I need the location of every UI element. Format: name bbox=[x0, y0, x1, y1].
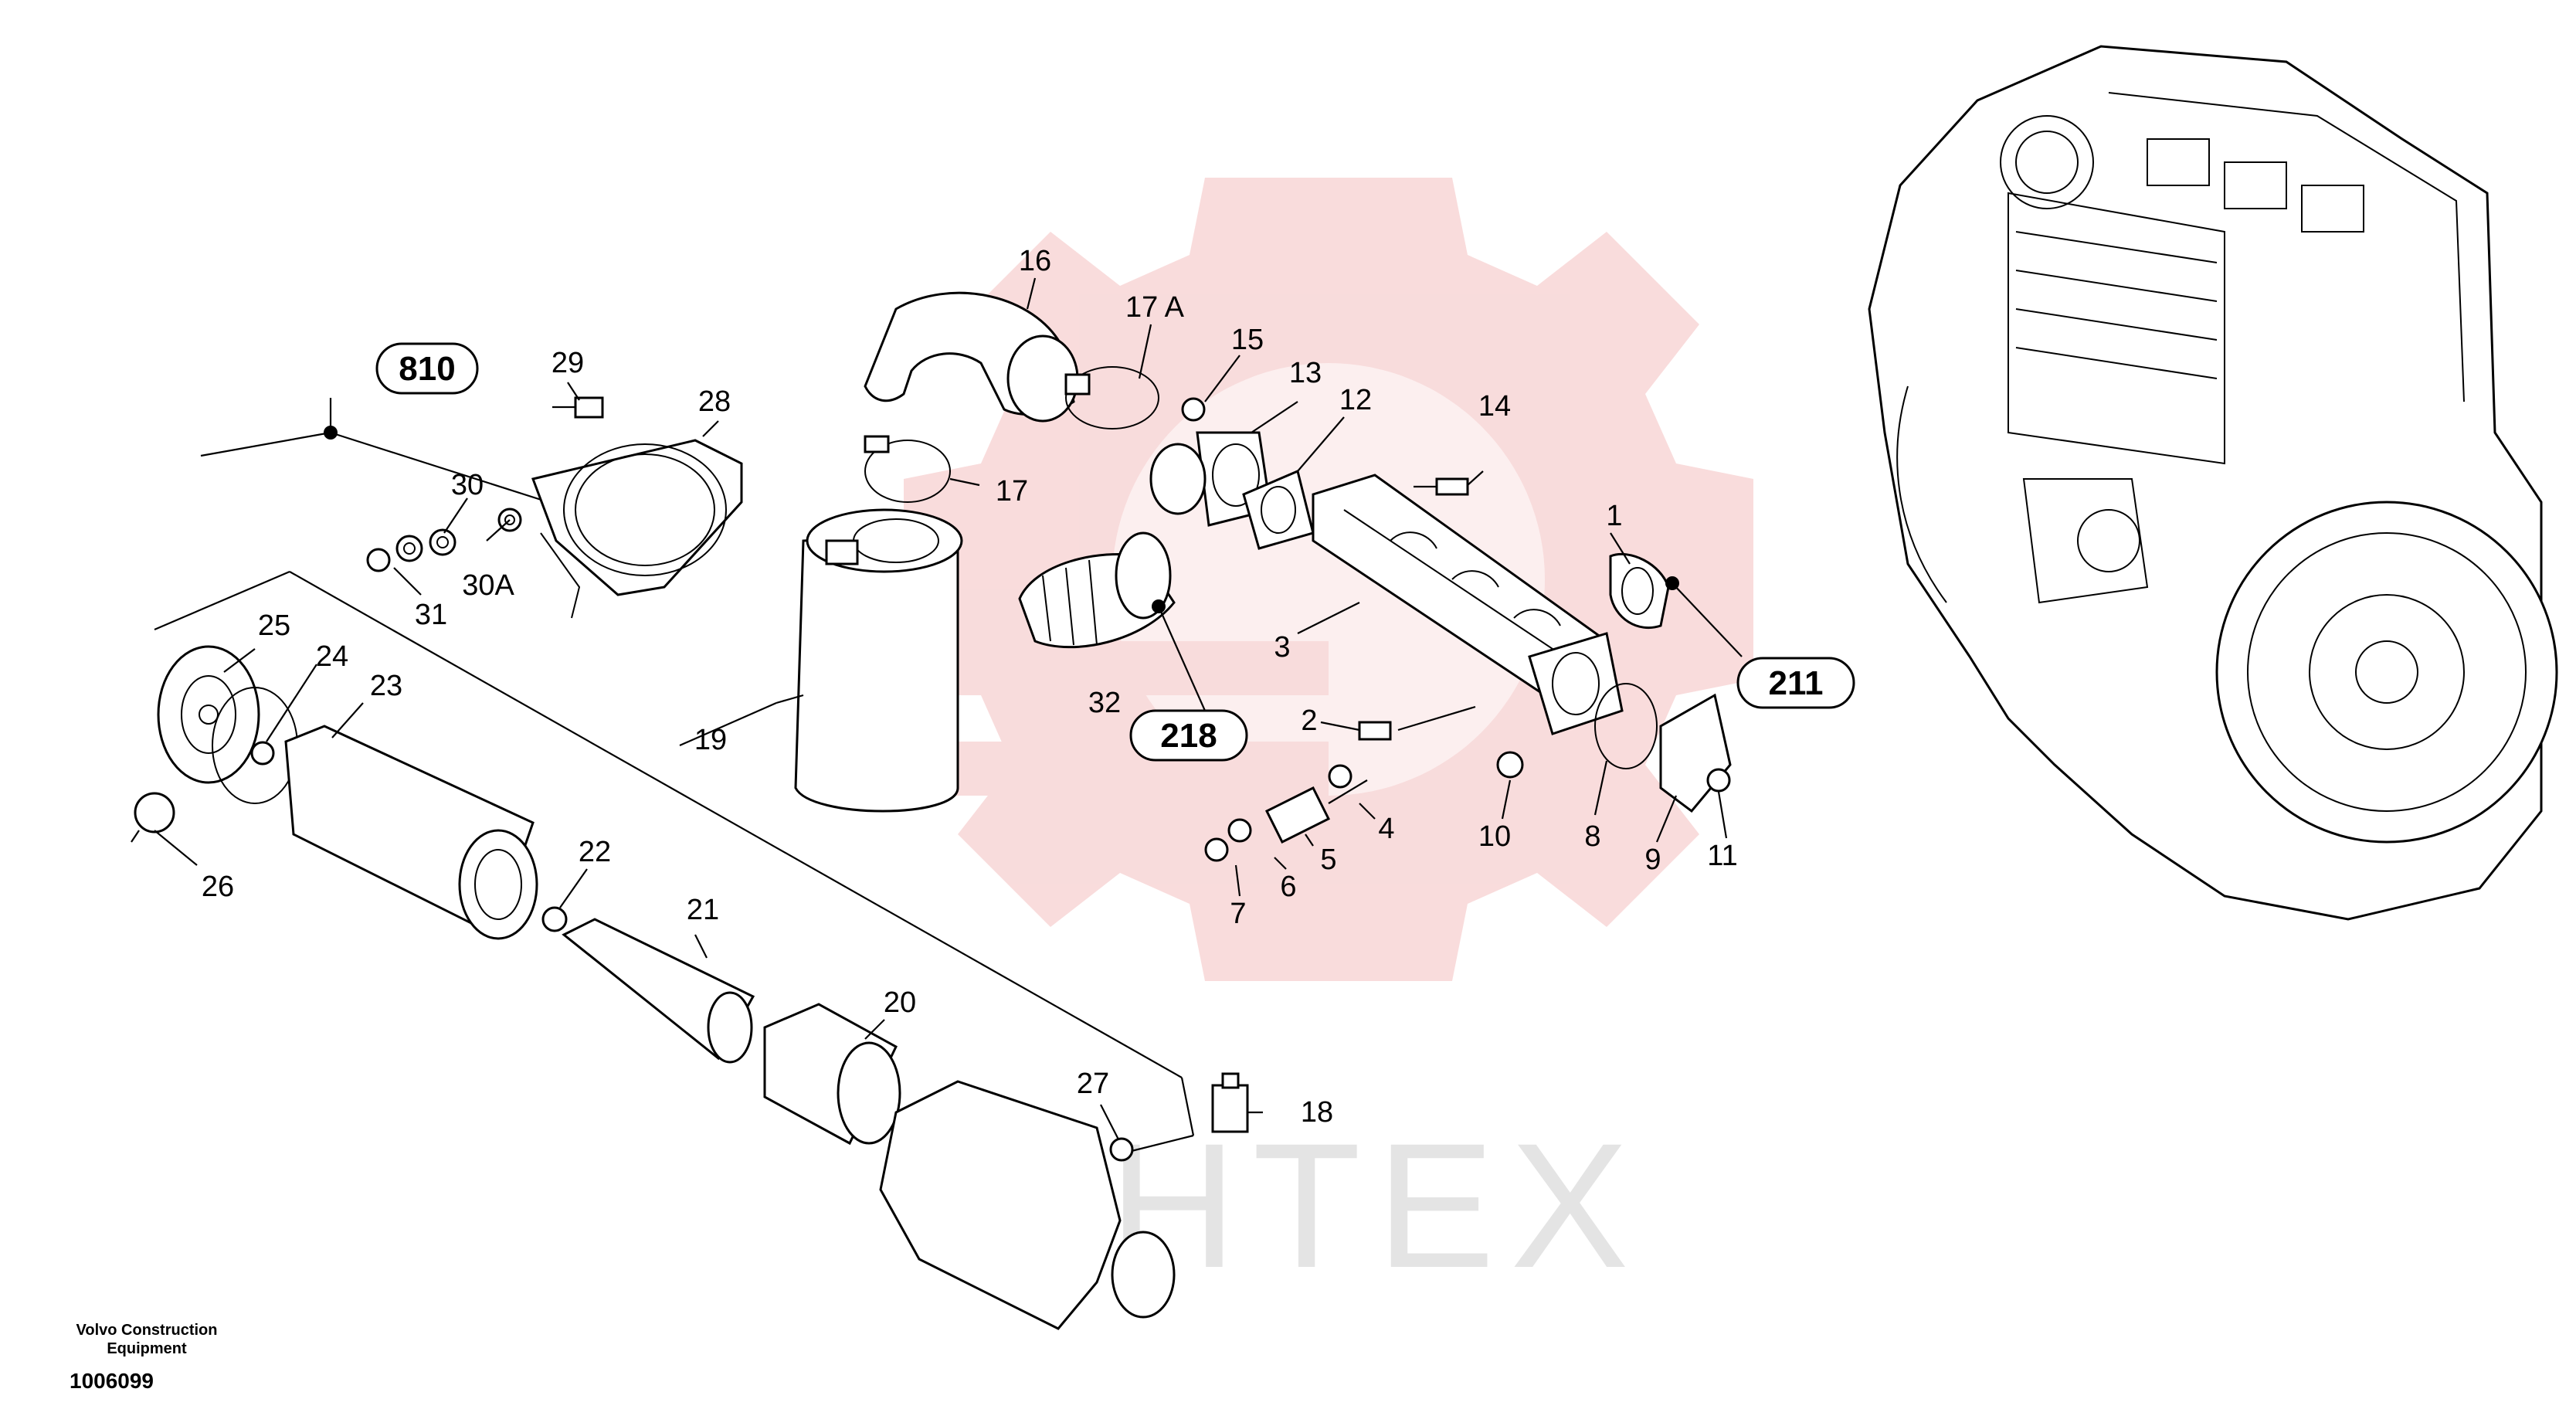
leader-211 bbox=[1665, 576, 1743, 657]
filter-element-23 bbox=[284, 725, 538, 940]
callout-numbers: 1 2 3 4 5 6 7 8 9 10 11 12 13 14 15 16 1… bbox=[202, 245, 1738, 1129]
callout-9: 9 bbox=[1644, 844, 1661, 876]
ref-211-label: 211 bbox=[1769, 664, 1824, 702]
callout-16: 16 bbox=[1019, 245, 1051, 277]
leader-810 bbox=[200, 398, 549, 504]
washers-30-31 bbox=[366, 508, 522, 572]
callout-26: 26 bbox=[202, 871, 234, 903]
callout-8: 8 bbox=[1584, 820, 1600, 853]
document-number: 1006099 bbox=[70, 1369, 154, 1393]
washer-22 bbox=[541, 906, 568, 932]
sleeve-20 bbox=[763, 1003, 901, 1146]
callout-31: 31 bbox=[415, 599, 447, 631]
indicator-18 bbox=[1211, 1072, 1249, 1133]
callout-30: 30 bbox=[451, 469, 484, 501]
callout-17a: 17 A bbox=[1125, 291, 1185, 324]
nut-27 bbox=[1109, 1137, 1134, 1162]
callout-20: 20 bbox=[884, 986, 916, 1019]
callout-13: 13 bbox=[1289, 357, 1322, 389]
valve-26 bbox=[131, 792, 175, 843]
ref-218: 218 bbox=[1129, 709, 1248, 762]
callout-4: 4 bbox=[1378, 813, 1394, 845]
callout-2: 2 bbox=[1301, 704, 1317, 737]
clamp-17 bbox=[864, 435, 980, 503]
callout-15: 15 bbox=[1231, 324, 1264, 356]
ref-810-label: 810 bbox=[399, 350, 455, 388]
callout-28: 28 bbox=[698, 385, 731, 418]
callout-5: 5 bbox=[1320, 844, 1336, 876]
safety-filter-21 bbox=[562, 918, 755, 1064]
callout-23: 23 bbox=[370, 670, 402, 702]
gasket-1 bbox=[1609, 552, 1670, 630]
hose-32 bbox=[1018, 531, 1176, 649]
ref-218-label: 218 bbox=[1160, 717, 1217, 755]
callout-7: 7 bbox=[1230, 898, 1246, 930]
callout-1: 1 bbox=[1606, 500, 1622, 532]
bolt-29 bbox=[552, 396, 604, 419]
callout-19: 19 bbox=[694, 724, 727, 756]
callout-30a: 30A bbox=[462, 569, 514, 602]
callout-21: 21 bbox=[687, 894, 719, 926]
nut-11 bbox=[1706, 768, 1731, 793]
intake-manifold-3 bbox=[1312, 474, 1624, 735]
callout-27: 27 bbox=[1077, 1068, 1109, 1100]
callout-12: 12 bbox=[1339, 384, 1372, 416]
callout-18: 18 bbox=[1301, 1096, 1333, 1129]
callout-29: 29 bbox=[552, 347, 584, 379]
cover-25 bbox=[157, 645, 260, 784]
callout-17: 17 bbox=[996, 475, 1028, 508]
callout-24: 24 bbox=[316, 640, 348, 673]
bolt-14 bbox=[1414, 477, 1469, 496]
ref-211: 211 bbox=[1736, 657, 1855, 709]
brand-line-2: Equipment bbox=[107, 1340, 187, 1357]
brand-line-1: Volvo Construction bbox=[76, 1322, 218, 1339]
bolt-2 bbox=[1358, 721, 1392, 741]
callout-25: 25 bbox=[258, 609, 290, 642]
callout-22: 22 bbox=[579, 836, 611, 868]
callout-32: 32 bbox=[1088, 687, 1121, 719]
callout-14: 14 bbox=[1478, 390, 1511, 423]
callout-10: 10 bbox=[1478, 820, 1511, 853]
callout-leaders bbox=[154, 277, 1728, 1140]
bracket-clamp-28 bbox=[531, 439, 743, 619]
housing-lower bbox=[879, 1080, 1176, 1330]
elbow-16 bbox=[864, 291, 1079, 423]
footer: Volvo Construction Equipment 1006099 bbox=[31, 1321, 263, 1394]
nut-10 bbox=[1496, 751, 1524, 779]
dash-line bbox=[1397, 705, 1476, 732]
heater-5 bbox=[1264, 764, 1368, 844]
oring-8 bbox=[1594, 683, 1658, 769]
gasket-24 bbox=[212, 687, 298, 804]
callout-6: 6 bbox=[1280, 871, 1296, 903]
leader-218 bbox=[1152, 599, 1207, 711]
washer-6-7 bbox=[1204, 818, 1252, 862]
ref-810: 810 bbox=[375, 342, 479, 395]
callout-11: 11 bbox=[1707, 840, 1737, 872]
callout-3: 3 bbox=[1274, 631, 1290, 664]
nut-15 bbox=[1181, 397, 1206, 422]
engine-block bbox=[1868, 45, 2558, 921]
air-cleaner-housing-19 bbox=[776, 508, 963, 813]
clamp-17a bbox=[1064, 366, 1159, 429]
